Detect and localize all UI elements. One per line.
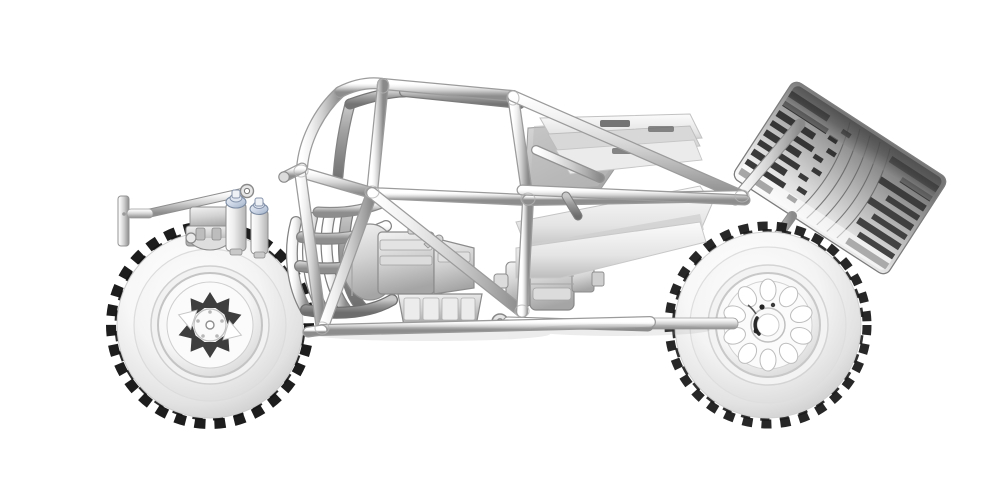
- roll-cage: [278, 77, 751, 338]
- steering-linkage: [145, 183, 255, 218]
- front-wheel: [106, 221, 314, 429]
- steering-knuckle: [185, 206, 235, 251]
- front-wheel-holes: [177, 292, 243, 358]
- lower-rocker-panel: [515, 221, 707, 279]
- cage-joint-sleeves: [293, 78, 750, 335]
- rear-wheel-holes: [723, 278, 813, 372]
- roll-cage-far-side: [332, 86, 525, 182]
- front-bumper-mount: [117, 195, 154, 247]
- ambient-shading: [310, 324, 710, 341]
- front-shock-right: [249, 197, 269, 259]
- front-shock-left: [225, 189, 247, 256]
